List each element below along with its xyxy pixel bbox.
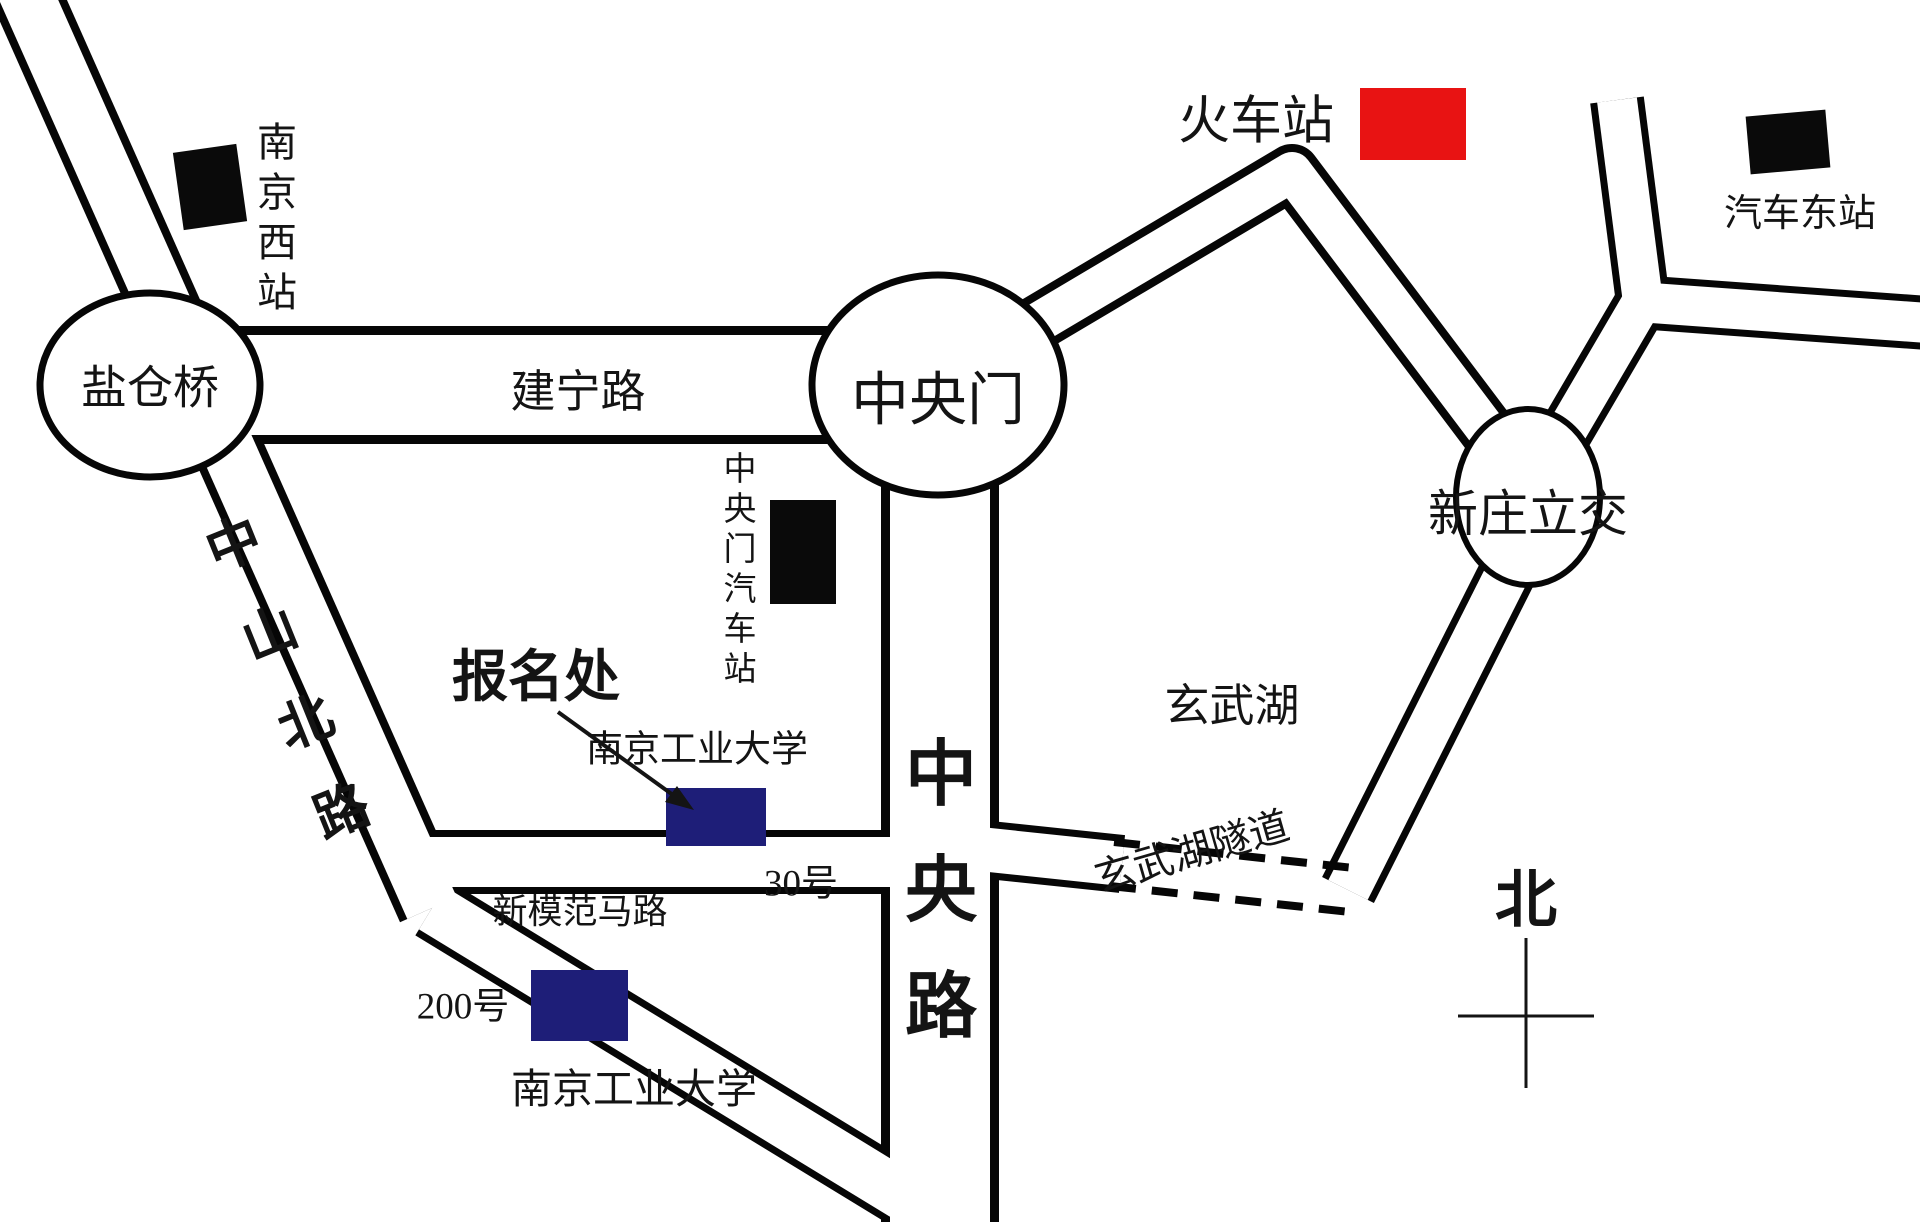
zhongyangmen-bus-station-building: [770, 500, 836, 604]
registration-arrow-line: [556, 710, 675, 797]
buildings: [172, 88, 1831, 1041]
zhongyangmen-bus-station-label: 中央门汽车站: [724, 451, 757, 688]
university-30-label: 南京工业大学: [586, 729, 808, 771]
road-jianning-label: 建宁路: [510, 367, 645, 417]
junction-yancangqiao-label: 盐仓桥: [81, 363, 219, 414]
labels: 盐仓桥 中央门 新庄立交 建宁路 火车站 汽车东站 玄武湖 玄武湖隧道 新模范马…: [81, 94, 1876, 1113]
compass-north-label: 北: [1495, 867, 1557, 935]
east-bus-station-label: 汽车东站: [1724, 193, 1876, 235]
address-200-label: 200号: [417, 987, 510, 1028]
junction-xinzhuang-ellipse: [1453, 406, 1603, 588]
registration-office-label: 报名处: [452, 647, 620, 709]
road-zhongshan-north-lower: [418, 886, 954, 1222]
train-station-building: [1360, 88, 1466, 160]
road-xinmofan-label: 新模范马路: [492, 893, 667, 932]
road-zhongyang-label: 中央路: [905, 735, 978, 1047]
road-station-link: [927, 152, 1544, 498]
junction-zhongyangmen-label: 中央门: [851, 368, 1025, 433]
registration-arrow-head: [665, 786, 694, 810]
junction-yancangqiao-circle: [36, 289, 264, 481]
road-topright-east: [1636, 282, 1920, 343]
registration-arrow: [556, 710, 694, 810]
junction-zhongyangmen-circle: [808, 271, 1068, 499]
xuanwu-lake-label: 玄武湖: [1164, 681, 1299, 731]
university-200-label: 南京工业大学: [511, 1066, 757, 1112]
university-200-building: [531, 970, 628, 1041]
tunnel-dash-lower: [1109, 882, 1351, 916]
east-bus-station-building: [1745, 109, 1831, 175]
address-30-label: 30号: [764, 864, 838, 905]
road-tunnel-west: [939, 823, 1125, 886]
compass: 北: [1458, 867, 1594, 1088]
road-topright-vertical: [1597, 97, 1663, 305]
junction-xinzhuang-label: 新庄立交: [1428, 486, 1628, 542]
train-station-label: 火车站: [1178, 94, 1334, 151]
nanjing-west-station-label: 南京西站: [257, 120, 297, 315]
nanjing-west-station-building: [172, 143, 248, 231]
road-tunnel-east: [1328, 548, 1535, 900]
road-xuanwu-tunnel-label: 玄武湖隧道: [1090, 803, 1295, 901]
